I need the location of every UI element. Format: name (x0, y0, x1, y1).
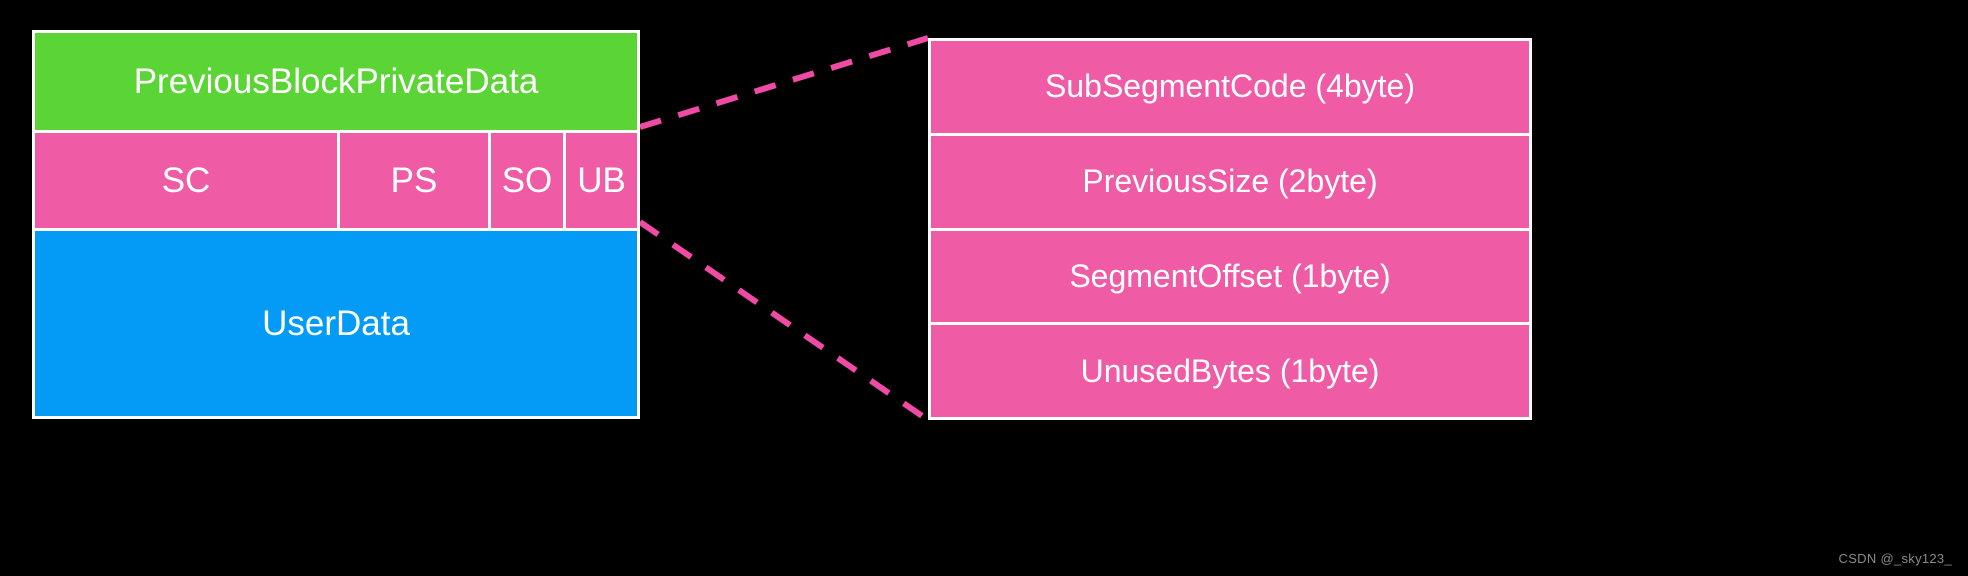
previous-block-private-data-label: PreviousBlockPrivateData (133, 61, 539, 101)
header-cell-ps-label: PS (390, 160, 438, 200)
block-user-data: UserData (35, 231, 637, 416)
header-cell-sc-label: SC (161, 160, 211, 200)
field-row-previoussize: PreviousSize (2byte) (931, 135, 1529, 228)
header-field-breakdown: SubSegmentCode (4byte) PreviousSize (2by… (928, 38, 1532, 420)
field-row-unusedbytes-label: UnusedBytes (1byte) (1080, 352, 1380, 389)
header-cell-divider (563, 133, 566, 228)
watermark-text: CSDN @_sky123_ (1838, 551, 1952, 566)
field-row-subsegmentcode-label: SubSegmentCode (4byte) (1045, 68, 1415, 105)
header-cell-divider (337, 133, 340, 228)
header-cell-ub: UB (566, 133, 637, 228)
user-data-label: UserData (262, 303, 410, 343)
field-row-divider (931, 132, 1529, 136)
header-cell-so-label: SO (501, 160, 553, 200)
connector-line-top (639, 35, 929, 130)
field-row-divider (931, 322, 1529, 326)
field-row-previoussize-label: PreviousSize (2byte) (1082, 163, 1378, 200)
memory-block-diagram: PreviousBlockPrivateData SC PS SO UB Use… (32, 30, 640, 419)
header-cell-ub-label: UB (577, 160, 626, 200)
field-row-unusedbytes: UnusedBytes (1byte) (931, 325, 1529, 417)
header-cell-divider (488, 133, 491, 228)
header-cell-ps: PS (340, 133, 488, 228)
block-previous-private-data: PreviousBlockPrivateData (35, 33, 637, 130)
header-cell-so: SO (491, 133, 563, 228)
connector-line-bottom (638, 219, 930, 423)
field-row-subsegmentcode: SubSegmentCode (4byte) (931, 41, 1529, 133)
field-row-segmentoffset-label: SegmentOffset (1byte) (1069, 257, 1391, 294)
block-header-row: SC PS SO UB (35, 130, 637, 231)
field-row-divider (931, 227, 1529, 231)
header-cell-sc: SC (35, 133, 337, 228)
field-row-segmentoffset: SegmentOffset (1byte) (931, 230, 1529, 323)
